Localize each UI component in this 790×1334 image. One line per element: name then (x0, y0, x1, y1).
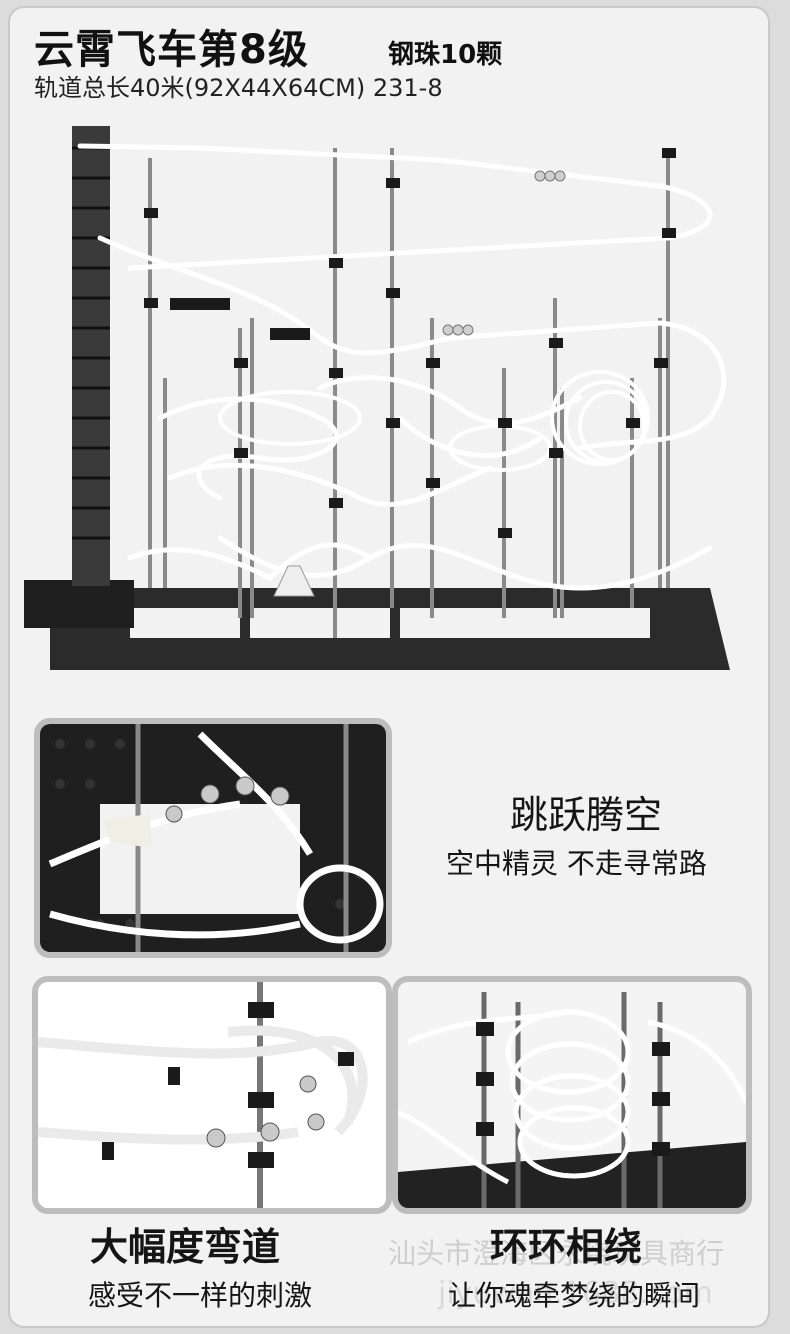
ball-count: 钢珠10颗 (388, 40, 503, 70)
feature-heading-curve: 大幅度弯道 (90, 1225, 281, 1269)
watermark-shop: 汕头市澄海区永绕玩具商行 (388, 1237, 725, 1270)
detail-image-jump (34, 718, 392, 958)
main-product-image (20, 118, 736, 684)
product-spec: 轨道总长40米(92X44X64CM) 231-8 (34, 74, 443, 102)
feature-heading-jump: 跳跃腾空 (510, 793, 663, 837)
detail-image-loops (392, 976, 752, 1214)
feature-sub-jump: 空中精灵 不走寻常路 (446, 847, 707, 880)
feature-heading-loops: 环环相绕 (490, 1225, 643, 1269)
feature-sub-loops: 让你魂牵梦绕的瞬间 (448, 1279, 701, 1312)
feature-sub-curve: 感受不一样的刺激 (88, 1279, 313, 1312)
watermark-url: jiyuwan.1688.com (438, 1276, 713, 1311)
detail-image-curve (32, 976, 392, 1214)
product-title: 云霄飞车第8级 (34, 27, 309, 73)
